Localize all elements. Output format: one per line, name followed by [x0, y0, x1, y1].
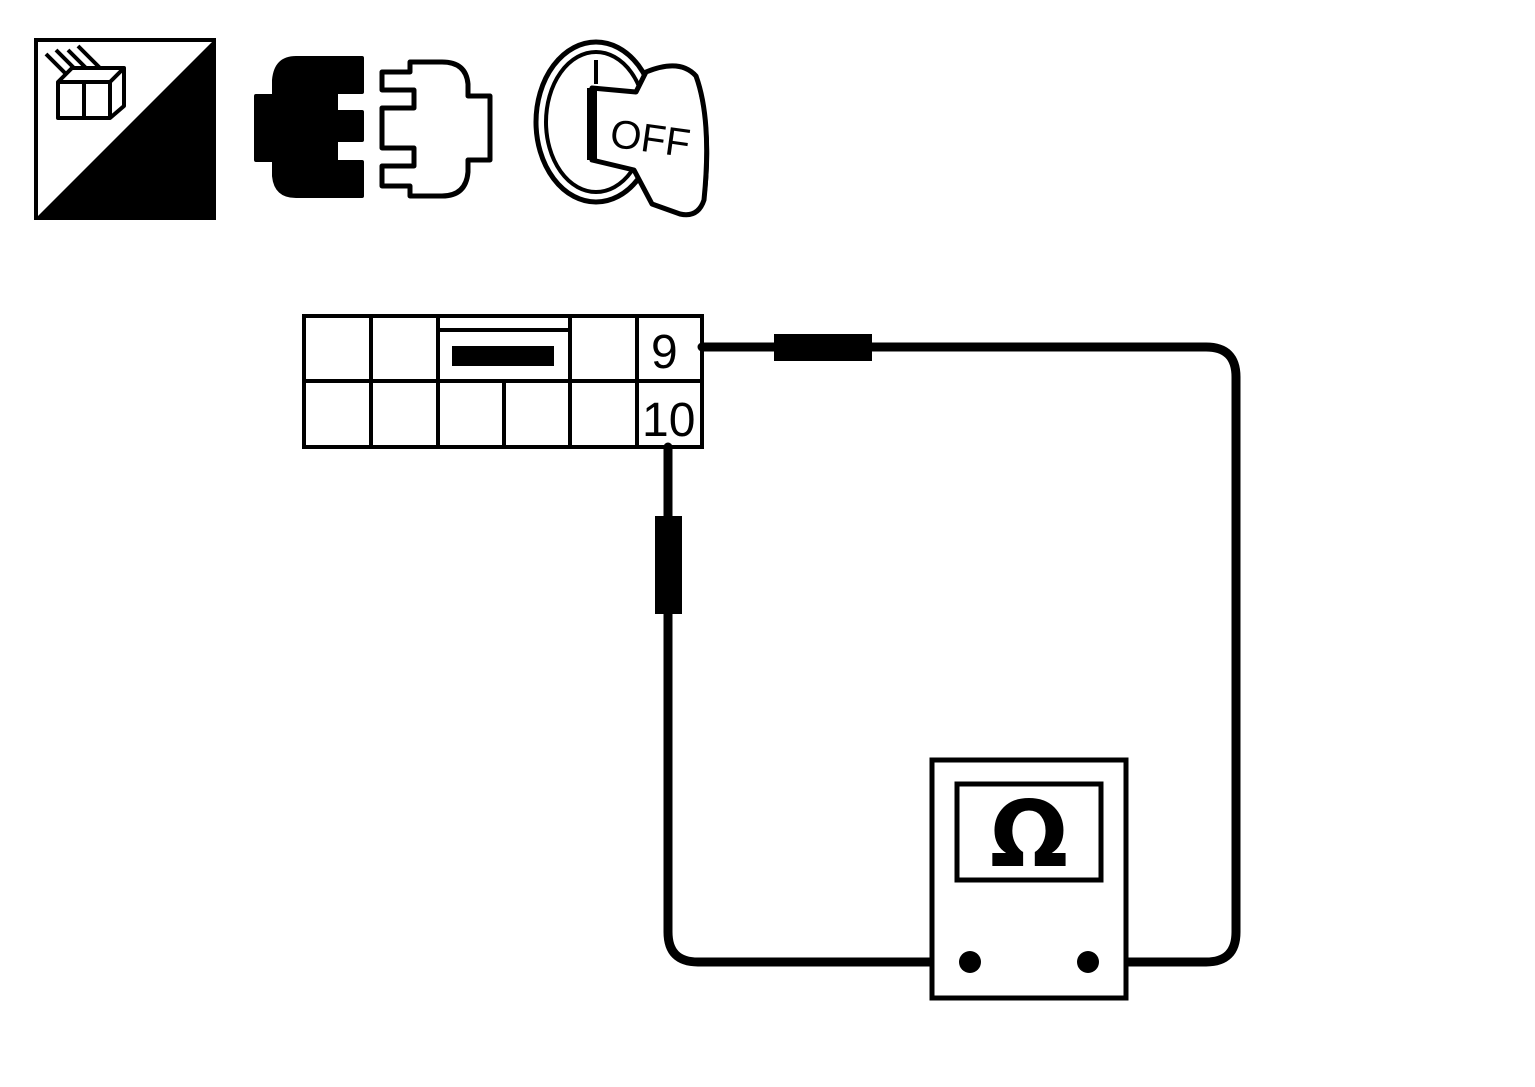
connector-key-slot: [452, 346, 554, 366]
connector-face: 9 10: [302, 314, 704, 449]
pin-9-label: 9: [651, 326, 678, 379]
tester-badge-icon: T.S.: [34, 38, 216, 220]
meter-terminal-negative: [959, 951, 981, 973]
test-lead-pin-9: [697, 334, 1241, 967]
disconnected-connector-icon: [254, 56, 493, 199]
probe-handle-pin-9: [774, 334, 872, 361]
pin-10-label: 10: [642, 394, 695, 447]
ignition-key-off-icon: OFF: [533, 39, 710, 218]
ohm-symbol: Ω: [990, 781, 1068, 888]
meter-display: [954, 781, 1104, 883]
tester-badge-label: T.S.: [121, 160, 195, 216]
test-lead-pin-10: [655, 442, 975, 967]
ohmmeter: Ω: [929, 757, 1129, 1001]
probe-handle-pin-10: [655, 516, 682, 614]
meter-terminal-positive: [1077, 951, 1099, 973]
connector-block-icon: [44, 44, 126, 120]
